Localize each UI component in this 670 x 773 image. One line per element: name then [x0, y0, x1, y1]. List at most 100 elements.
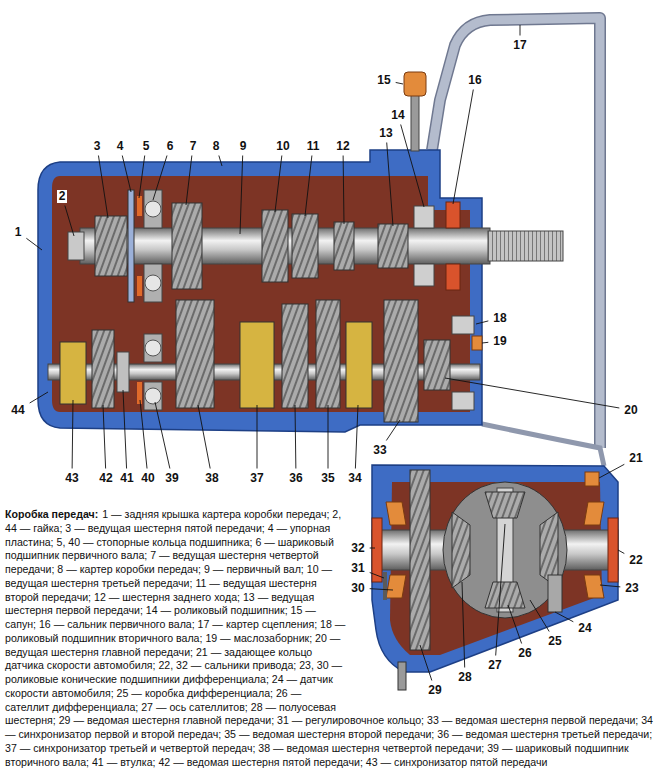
drive-seal: [608, 518, 618, 582]
leader-line: [476, 321, 488, 324]
thrust-plate: [128, 190, 134, 302]
callout-number: 10: [274, 140, 291, 153]
leader-line: [257, 405, 258, 469]
leader-line: [65, 206, 74, 237]
leader-line: [401, 125, 424, 208]
callout-number: 22: [627, 554, 644, 567]
tapered-bearing: [386, 575, 406, 598]
shaft-seal: [446, 264, 460, 290]
callout-number: 42: [97, 472, 114, 485]
leader-line: [186, 156, 192, 206]
callout-number: 11: [305, 140, 322, 153]
leader-line: [370, 589, 393, 590]
primary-shaft-splines: [488, 231, 563, 261]
mount-bolt: [398, 662, 406, 690]
satellite-gear: [485, 582, 525, 608]
leader-line: [240, 156, 243, 235]
speed-sensor: [548, 575, 562, 612]
satellite-gear: [485, 492, 525, 518]
leader-line: [139, 156, 145, 199]
gear: [334, 222, 354, 270]
adjusting-ring: [383, 572, 387, 600]
figure-caption: 1 — задняя крышка картера коробки переда…: [5, 508, 653, 768]
ring-gear: [410, 470, 430, 650]
leader-line: [219, 156, 222, 167]
callout-number: 30: [349, 582, 366, 595]
bearing-race: [144, 264, 162, 302]
gear: [282, 304, 308, 408]
leader-line: [355, 405, 358, 469]
callout-number: 32: [349, 542, 366, 555]
leader-line: [295, 405, 297, 469]
callout-number: 40: [139, 472, 156, 485]
gearbox-case: [38, 150, 482, 432]
circlip: [137, 196, 142, 216]
caption-block: Коробка передач:1 — задняя крышка картер…: [5, 508, 665, 770]
tapered-bearing: [584, 575, 604, 598]
callout-number: 8: [211, 140, 222, 153]
leader-line: [98, 156, 108, 219]
caption-spacer: [347, 508, 665, 702]
callout-number: 5: [141, 140, 152, 153]
callout-number: 29: [426, 684, 443, 697]
callout-number: 28: [456, 671, 473, 684]
leader-line: [618, 550, 624, 554]
callout-number: 14: [389, 109, 406, 122]
callout-number: 33: [371, 444, 388, 457]
figure-title: Коробка передач:: [5, 508, 98, 520]
roller-bearing: [452, 392, 474, 410]
callout-number: 4: [115, 140, 126, 153]
side-gear: [452, 512, 470, 588]
oil-receiver: [472, 336, 482, 350]
caption-text: Коробка передач:1 — задняя крышка картер…: [5, 508, 665, 770]
callout-number: 25: [546, 635, 563, 648]
callout-number: 27: [486, 659, 503, 672]
gear: [92, 330, 114, 408]
leader-line: [386, 420, 400, 441]
drive-seal: [372, 518, 382, 582]
bearing-race: [144, 334, 162, 362]
bearing-ball: [145, 201, 161, 217]
sensor-ring: [585, 472, 599, 486]
callout-number: 23: [623, 582, 640, 595]
leader-line: [103, 405, 106, 469]
synchronizer: [346, 322, 372, 408]
callout-number: 26: [516, 647, 533, 660]
leader-line: [198, 405, 210, 469]
leader-line: [600, 585, 620, 587]
callout-number: 24: [576, 622, 593, 635]
callout-number: 37: [248, 472, 265, 485]
nut: [68, 232, 84, 260]
differential-housing: [372, 465, 618, 672]
gear: [95, 216, 127, 276]
leader-line: [275, 156, 282, 213]
circlip: [137, 276, 142, 296]
leader-line: [387, 143, 393, 227]
callout-number: 31: [349, 562, 366, 575]
leader-line: [496, 524, 505, 656]
bearing-ball: [145, 388, 161, 404]
leader-line: [140, 400, 147, 469]
callout-number: 15: [375, 74, 392, 87]
bearing-race: [144, 382, 162, 410]
callout-number: 6: [165, 140, 176, 153]
callout-number: 21: [627, 452, 644, 465]
leader-line: [328, 405, 329, 469]
breather-stem: [411, 95, 419, 151]
callout-number: 36: [287, 472, 304, 485]
leader-line: [122, 156, 131, 193]
callout-number: 35: [319, 472, 336, 485]
leader-line: [72, 400, 74, 469]
bearing-ball: [145, 275, 161, 291]
shaft-seal: [446, 202, 460, 228]
leader-line: [370, 548, 375, 549]
bearing-ball: [145, 340, 161, 356]
bushing: [117, 352, 129, 392]
leader-line: [153, 156, 167, 201]
callout-number: 44: [9, 404, 26, 417]
pinion-gear: [424, 340, 450, 390]
gear: [176, 300, 214, 408]
leader-line: [530, 600, 549, 632]
callout-number: 18: [491, 312, 508, 325]
leader-line: [453, 90, 473, 205]
